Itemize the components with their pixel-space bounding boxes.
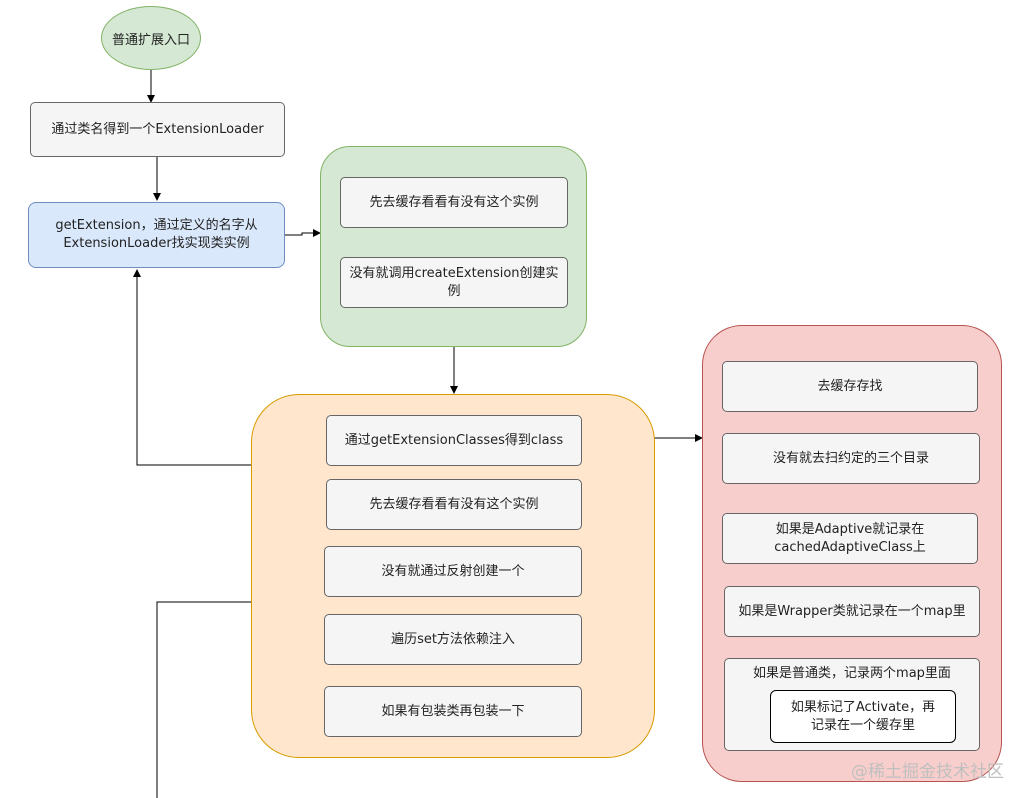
watermark-text: @稀土掘金技术社区: [851, 762, 1004, 782]
red-step5-node: 如果是普通类，记录两个map里面 如果标记了Activate，再记录在一个缓存里: [724, 658, 980, 751]
orange-step4-node: 遍历set方法依赖注入: [324, 614, 582, 665]
start-label: 普通扩展入口: [111, 32, 190, 48]
red-group: 去缓存存找 没有就去扫约定的三个目录 如果是Adaptive就记录在cached…: [702, 325, 1002, 782]
edge-incoming-to-orange: [156, 598, 297, 798]
green-step2-label: 没有就调用createExtension创建实例: [349, 265, 559, 299]
red-step3-node: 如果是Adaptive就记录在cachedAdaptiveClass上: [722, 513, 978, 564]
red-step1-label: 去缓存存找: [817, 378, 883, 394]
red-step1-node: 去缓存存找: [722, 361, 978, 412]
activate-note-label: 如果标记了Activate，再记录在一个缓存里: [790, 699, 936, 733]
start-node: 普通扩展入口: [101, 6, 201, 70]
get-loader-label: 通过类名得到一个ExtensionLoader: [51, 121, 264, 137]
get-extension-node: getExtension，通过定义的名字从ExtensionLoader找实现类…: [28, 202, 285, 268]
green-group: 先去缓存看看有没有这个实例 没有就调用createExtension创建实例: [320, 146, 587, 347]
orange-step1-node: 通过getExtensionClasses得到class: [326, 415, 582, 466]
green-step1-label: 先去缓存看看有没有这个实例: [369, 194, 539, 210]
orange-group: 通过getExtensionClasses得到class 先去缓存看看有没有这个…: [251, 394, 655, 758]
orange-step3-node: 没有就通过反射创建一个: [324, 546, 582, 597]
get-loader-node: 通过类名得到一个ExtensionLoader: [30, 102, 285, 157]
watermark: @稀土掘金技术社区: [851, 757, 1004, 782]
edge-getextension-to-green: [285, 229, 321, 237]
orange-step5-label: 如果有包装类再包装一下: [381, 703, 525, 719]
red-step4-label: 如果是Wrapper类就记录在一个map里: [738, 603, 966, 619]
orange-step3-label: 没有就通过反射创建一个: [381, 563, 525, 579]
red-step2-node: 没有就去扫约定的三个目录: [722, 433, 980, 484]
orange-step2-node: 先去缓存看看有没有这个实例: [326, 479, 582, 530]
red-step4-node: 如果是Wrapper类就记录在一个map里: [724, 586, 980, 637]
orange-step2-label: 先去缓存看看有没有这个实例: [369, 496, 539, 512]
green-step1-node: 先去缓存看看有没有这个实例: [340, 177, 568, 228]
green-step2-node: 没有就调用createExtension创建实例: [340, 257, 568, 308]
get-extension-label: getExtension，通过定义的名字从ExtensionLoader找实现类…: [55, 218, 258, 251]
red-step3-label: 如果是Adaptive就记录在cachedAdaptiveClass上: [774, 521, 926, 555]
activate-note-node: 如果标记了Activate，再记录在一个缓存里: [770, 690, 956, 743]
red-step5-label: 如果是普通类，记录两个map里面: [753, 666, 951, 681]
orange-step4-label: 遍历set方法依赖注入: [391, 631, 515, 647]
orange-step5-node: 如果有包装类再包装一下: [324, 686, 582, 737]
edge-orange-back-to-getextension: [133, 269, 251, 466]
orange-step1-label: 通过getExtensionClasses得到class: [344, 432, 564, 448]
red-step2-label: 没有就去扫约定的三个目录: [772, 450, 929, 466]
